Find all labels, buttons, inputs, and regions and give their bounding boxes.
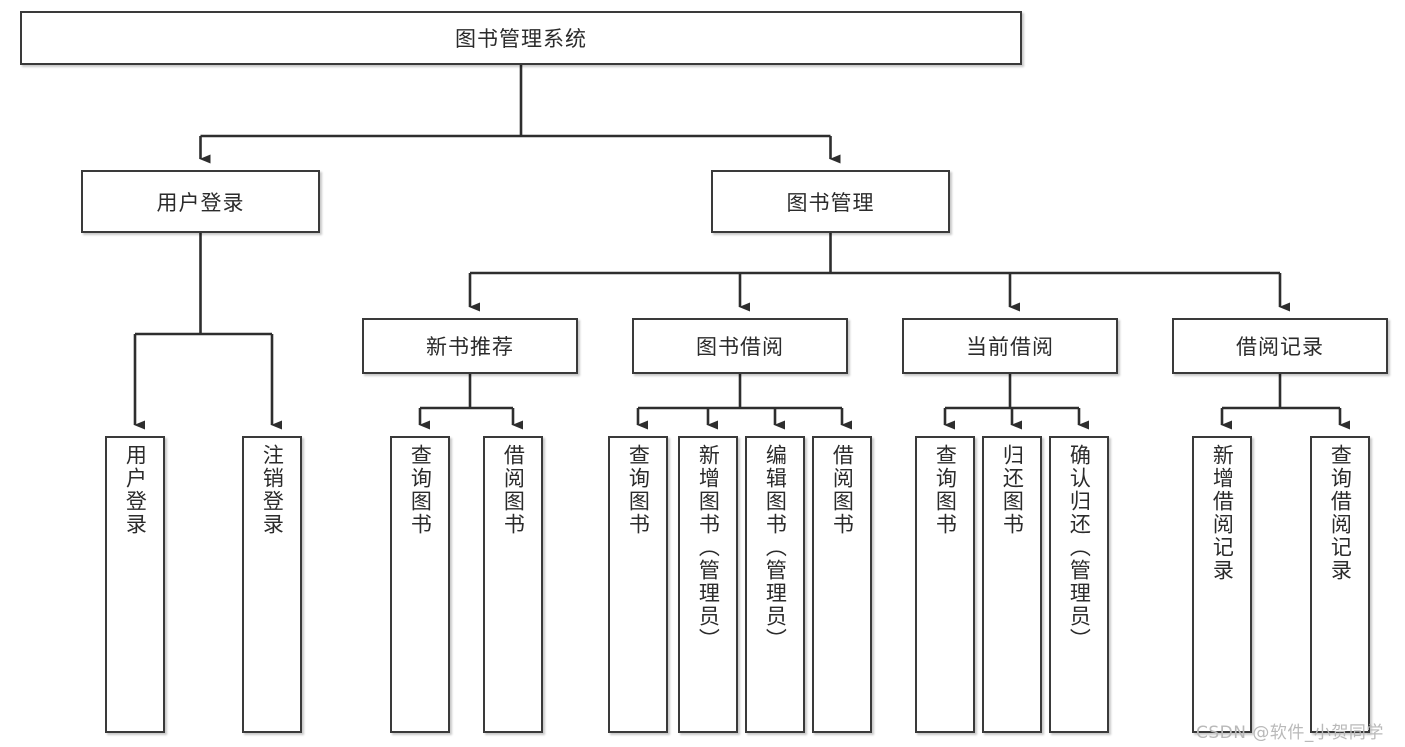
node-user-login[interactable]: 用户登录 [81,170,320,233]
node-confirm-return-admin[interactable]: 确认归还（管理员） [1049,436,1109,733]
node-query-borrow-record-label: 查询借阅记录 [1328,444,1353,582]
node-current-borrow[interactable]: 当前借阅 [902,318,1118,374]
node-book-borrow-label: 图书借阅 [696,335,784,359]
node-edit-book-admin-label: 编辑图书（管理员） [763,444,788,651]
csdn-watermark-text: CSDN @软件_小贺同学 [1196,723,1384,743]
node-query-book-3[interactable]: 查询图书 [915,436,975,733]
node-root[interactable]: 图书管理系统 [20,11,1022,65]
node-new-book-recommend-label: 新书推荐 [426,335,514,359]
node-root-label: 图书管理系统 [455,27,587,51]
node-user-login-do-label: 用户登录 [123,444,148,536]
node-current-borrow-label: 当前借阅 [966,335,1054,359]
node-edit-book-admin[interactable]: 编辑图书（管理员） [745,436,805,733]
node-user-login-do[interactable]: 用户登录 [105,436,165,733]
node-borrow-book-1-label: 借阅图书 [501,444,526,536]
node-book-manage[interactable]: 图书管理 [711,170,950,233]
node-book-borrow[interactable]: 图书借阅 [632,318,848,374]
node-add-book-admin-label: 新增图书（管理员） [696,444,721,651]
node-borrow-record[interactable]: 借阅记录 [1172,318,1388,374]
node-book-manage-label: 图书管理 [786,190,875,215]
node-query-book-2-label: 查询图书 [626,444,651,536]
node-add-book-admin[interactable]: 新增图书（管理员） [678,436,738,733]
node-query-borrow-record[interactable]: 查询借阅记录 [1310,436,1370,733]
node-query-book-3-label: 查询图书 [933,444,958,536]
node-query-book-2[interactable]: 查询图书 [608,436,668,733]
node-borrow-book-1[interactable]: 借阅图书 [483,436,543,733]
node-user-logout-label: 注销登录 [260,444,285,536]
node-borrow-record-label: 借阅记录 [1236,335,1324,359]
node-return-book-label: 归还图书 [1000,444,1025,536]
csdn-watermark: CSDN @软件_小贺同学 [1196,718,1384,743]
node-borrow-book-2[interactable]: 借阅图书 [812,436,872,733]
node-add-borrow-record-label: 新增借阅记录 [1210,444,1235,582]
node-add-borrow-record[interactable]: 新增借阅记录 [1192,436,1252,733]
node-return-book[interactable]: 归还图书 [982,436,1042,733]
node-query-book-1-label: 查询图书 [408,444,433,536]
node-user-login-label: 用户登录 [156,190,245,215]
node-new-book-recommend[interactable]: 新书推荐 [362,318,578,374]
node-borrow-book-2-label: 借阅图书 [830,444,855,536]
node-confirm-return-admin-label: 确认归还（管理员） [1067,444,1092,651]
node-user-logout[interactable]: 注销登录 [242,436,302,733]
node-query-book-1[interactable]: 查询图书 [390,436,450,733]
